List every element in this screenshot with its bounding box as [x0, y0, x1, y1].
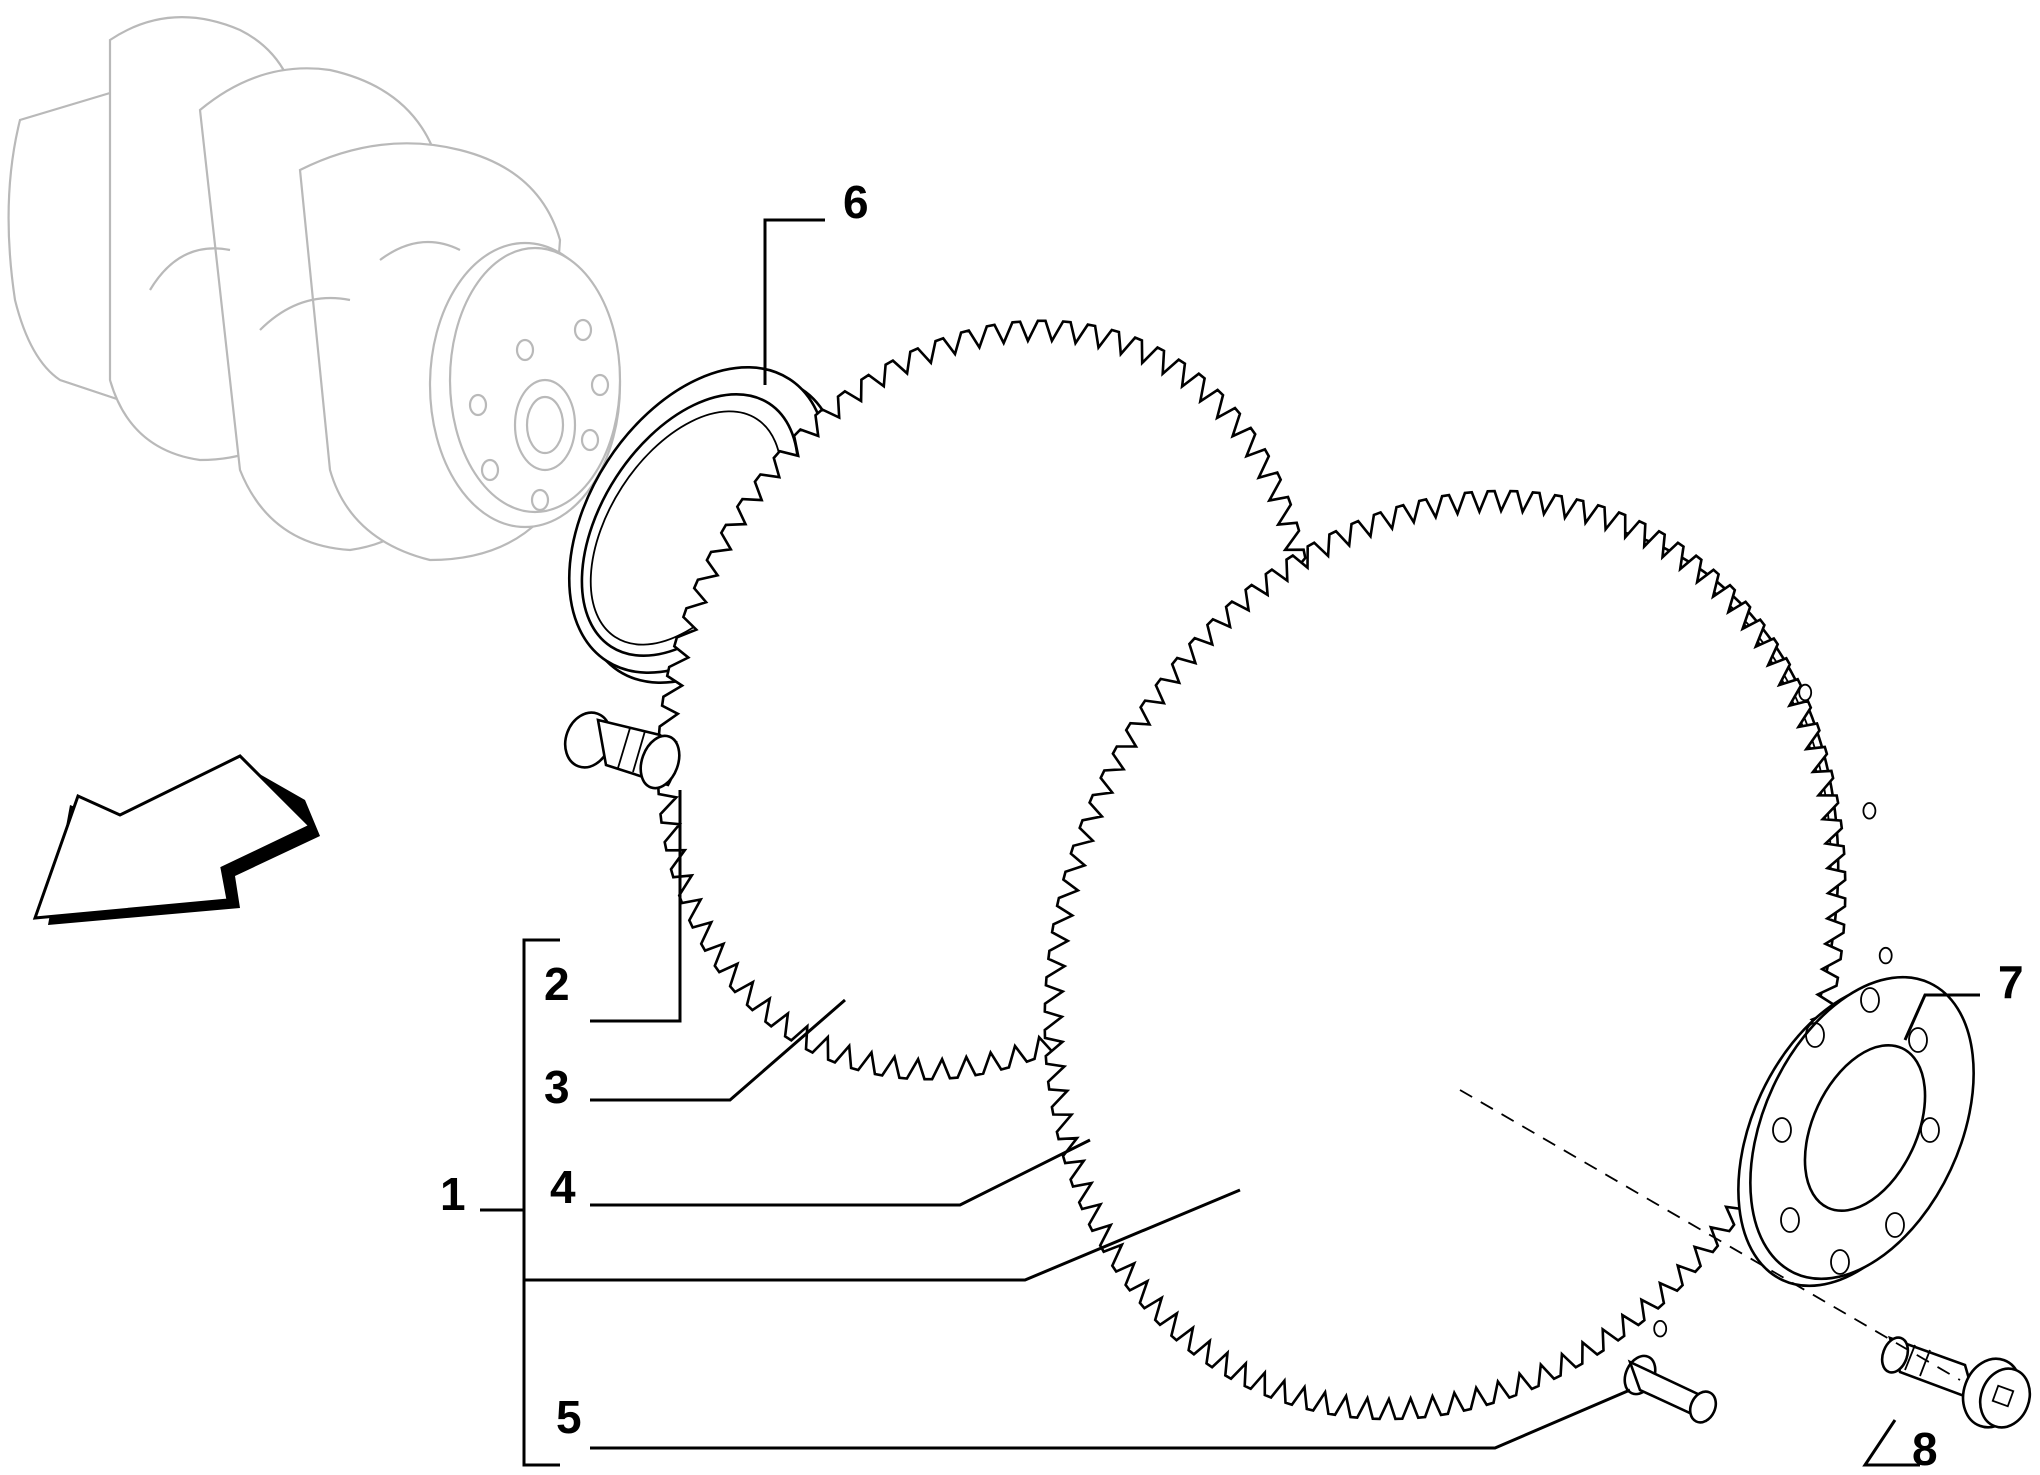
flywheel: [1043, 489, 1893, 1421]
direction-arrow: [32, 754, 320, 925]
crankshaft-ghost: [7, 16, 622, 562]
leader-lines: [480, 218, 1980, 1467]
callout-8: 8: [1912, 1423, 1938, 1475]
axis-line: [1459, 1089, 1961, 1381]
gear-teeth: [1043, 489, 1847, 1421]
callout-3: 3: [544, 1061, 570, 1113]
callout-labels: 6 2 3 4 1 5 7 8: [440, 176, 2024, 1475]
callout-6: 6: [843, 176, 869, 228]
pilot-pin: [1623, 1354, 1718, 1424]
callout-5: 5: [556, 1391, 582, 1443]
dowel-pin: [563, 711, 681, 790]
callout-2: 2: [544, 958, 570, 1010]
callout-1: 1: [440, 1168, 466, 1220]
flywheel-bolt: [1880, 1335, 2032, 1429]
callout-7: 7: [1998, 956, 2024, 1008]
bolt-hole: [1798, 683, 1813, 702]
bolt-hole: [1862, 802, 1877, 820]
bolt-hole: [1653, 1319, 1668, 1338]
clamp-plate: [1737, 975, 1975, 1288]
callout-4: 4: [550, 1161, 576, 1213]
bolt-hole: [1878, 946, 1893, 965]
